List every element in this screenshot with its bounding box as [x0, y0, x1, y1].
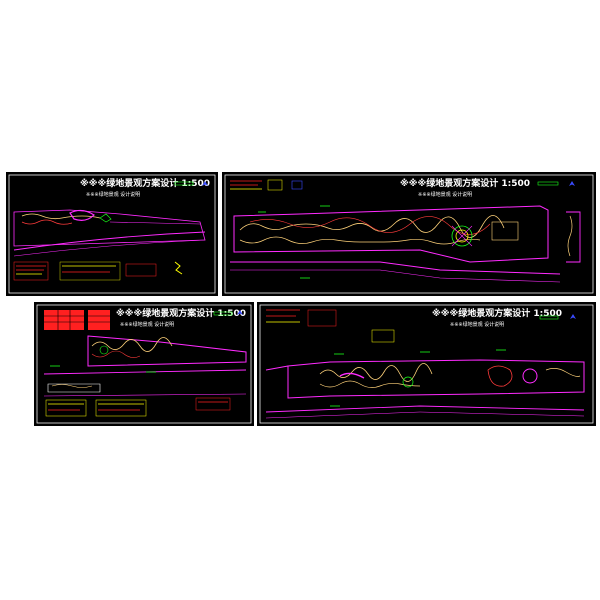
sheet-4-frame	[259, 304, 594, 424]
sheet-3-title: ※※※绿地景观方案设计 1:500	[116, 307, 246, 319]
sheet-2: ※※※绿地景观方案设计 1:500 ※※※绿地景观 设计说明	[222, 172, 596, 296]
sheet-3-site-plan	[43, 335, 247, 397]
sheet-1: ※※※绿地景观方案设计 1:500 ※※※绿地景观 设计说明	[6, 172, 218, 296]
sheet-3-subtitle: ※※※绿地景观 设计说明	[120, 321, 174, 328]
sheet-1-site-plan	[13, 209, 206, 257]
sheet-4-site-plan	[265, 349, 585, 419]
sheet-2-background	[222, 172, 596, 296]
north-arrow-icon	[202, 181, 208, 186]
sheet-3-frame	[36, 304, 252, 424]
scale-bar-icon	[537, 181, 559, 186]
sheet-4-title: ※※※绿地景观方案设计 1:500	[432, 307, 562, 319]
sheet-4-subtitle: ※※※绿地景观 设计说明	[450, 321, 504, 328]
sheet-4: ※※※绿地景观方案设计 1:500 ※※※绿地景观 设计说明	[257, 302, 596, 426]
sheet-1-notes	[13, 261, 183, 281]
sheet-2-site-plan	[230, 205, 581, 283]
sheet-2-subtitle: ※※※绿地景观 设计说明	[418, 191, 472, 198]
sheet-4-notes	[266, 309, 395, 343]
sheet-2-frame	[224, 174, 594, 294]
scale-bar-icon	[213, 311, 233, 316]
sheet-2-notes	[230, 179, 303, 191]
sheet-1-title: ※※※绿地景观方案设计 1:500	[80, 177, 210, 189]
sheet-3-legend-table	[44, 310, 110, 330]
sheet-2-title: ※※※绿地景观方案设计 1:500	[400, 177, 530, 189]
sheet-1-frame	[8, 174, 216, 294]
sheet-1-background	[6, 172, 218, 296]
sheet-1-subtitle: ※※※绿地景观 设计说明	[86, 191, 140, 198]
scale-bar-icon	[539, 315, 559, 320]
north-arrow-icon	[569, 181, 575, 186]
scale-bar-icon	[174, 181, 194, 186]
north-arrow-icon	[570, 314, 576, 319]
north-arrow-icon	[237, 310, 243, 315]
sheet-3-notes	[45, 397, 231, 417]
sheet-3: ※※※绿地景观方案设计 1:500 ※※※绿地景观 设计说明	[34, 302, 254, 426]
